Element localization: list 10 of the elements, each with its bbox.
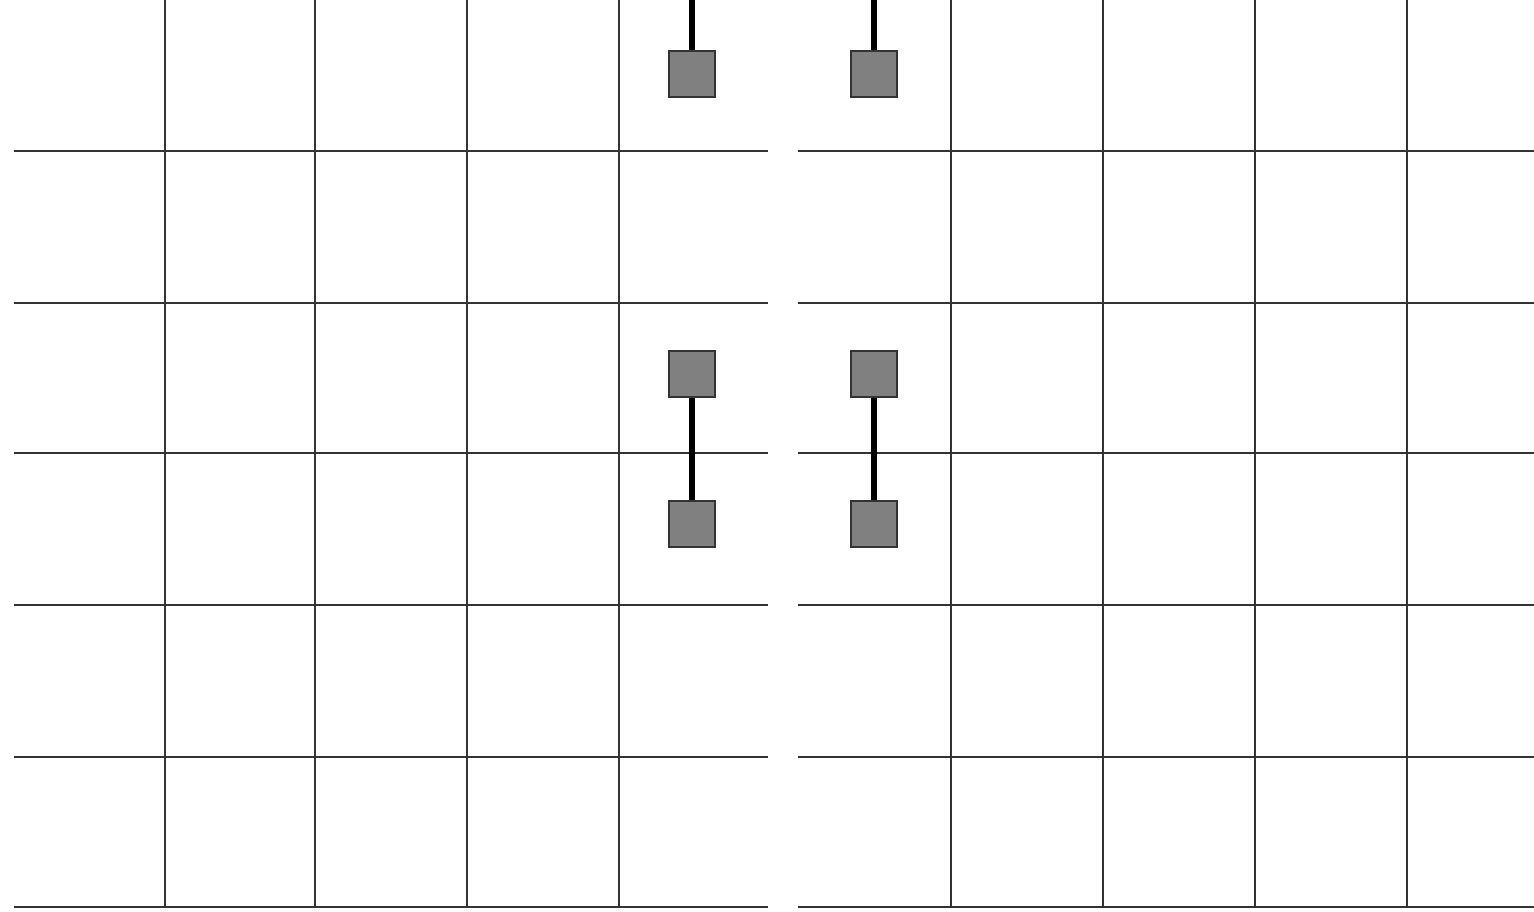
connector-line xyxy=(689,398,695,500)
square-node xyxy=(850,500,898,548)
square-node xyxy=(668,50,716,98)
square-node xyxy=(850,350,898,398)
connector-line xyxy=(871,0,877,50)
square-node xyxy=(668,500,716,548)
connector-line xyxy=(871,398,877,500)
square-node xyxy=(850,50,898,98)
square-node xyxy=(668,350,716,398)
connector-line xyxy=(689,0,695,50)
